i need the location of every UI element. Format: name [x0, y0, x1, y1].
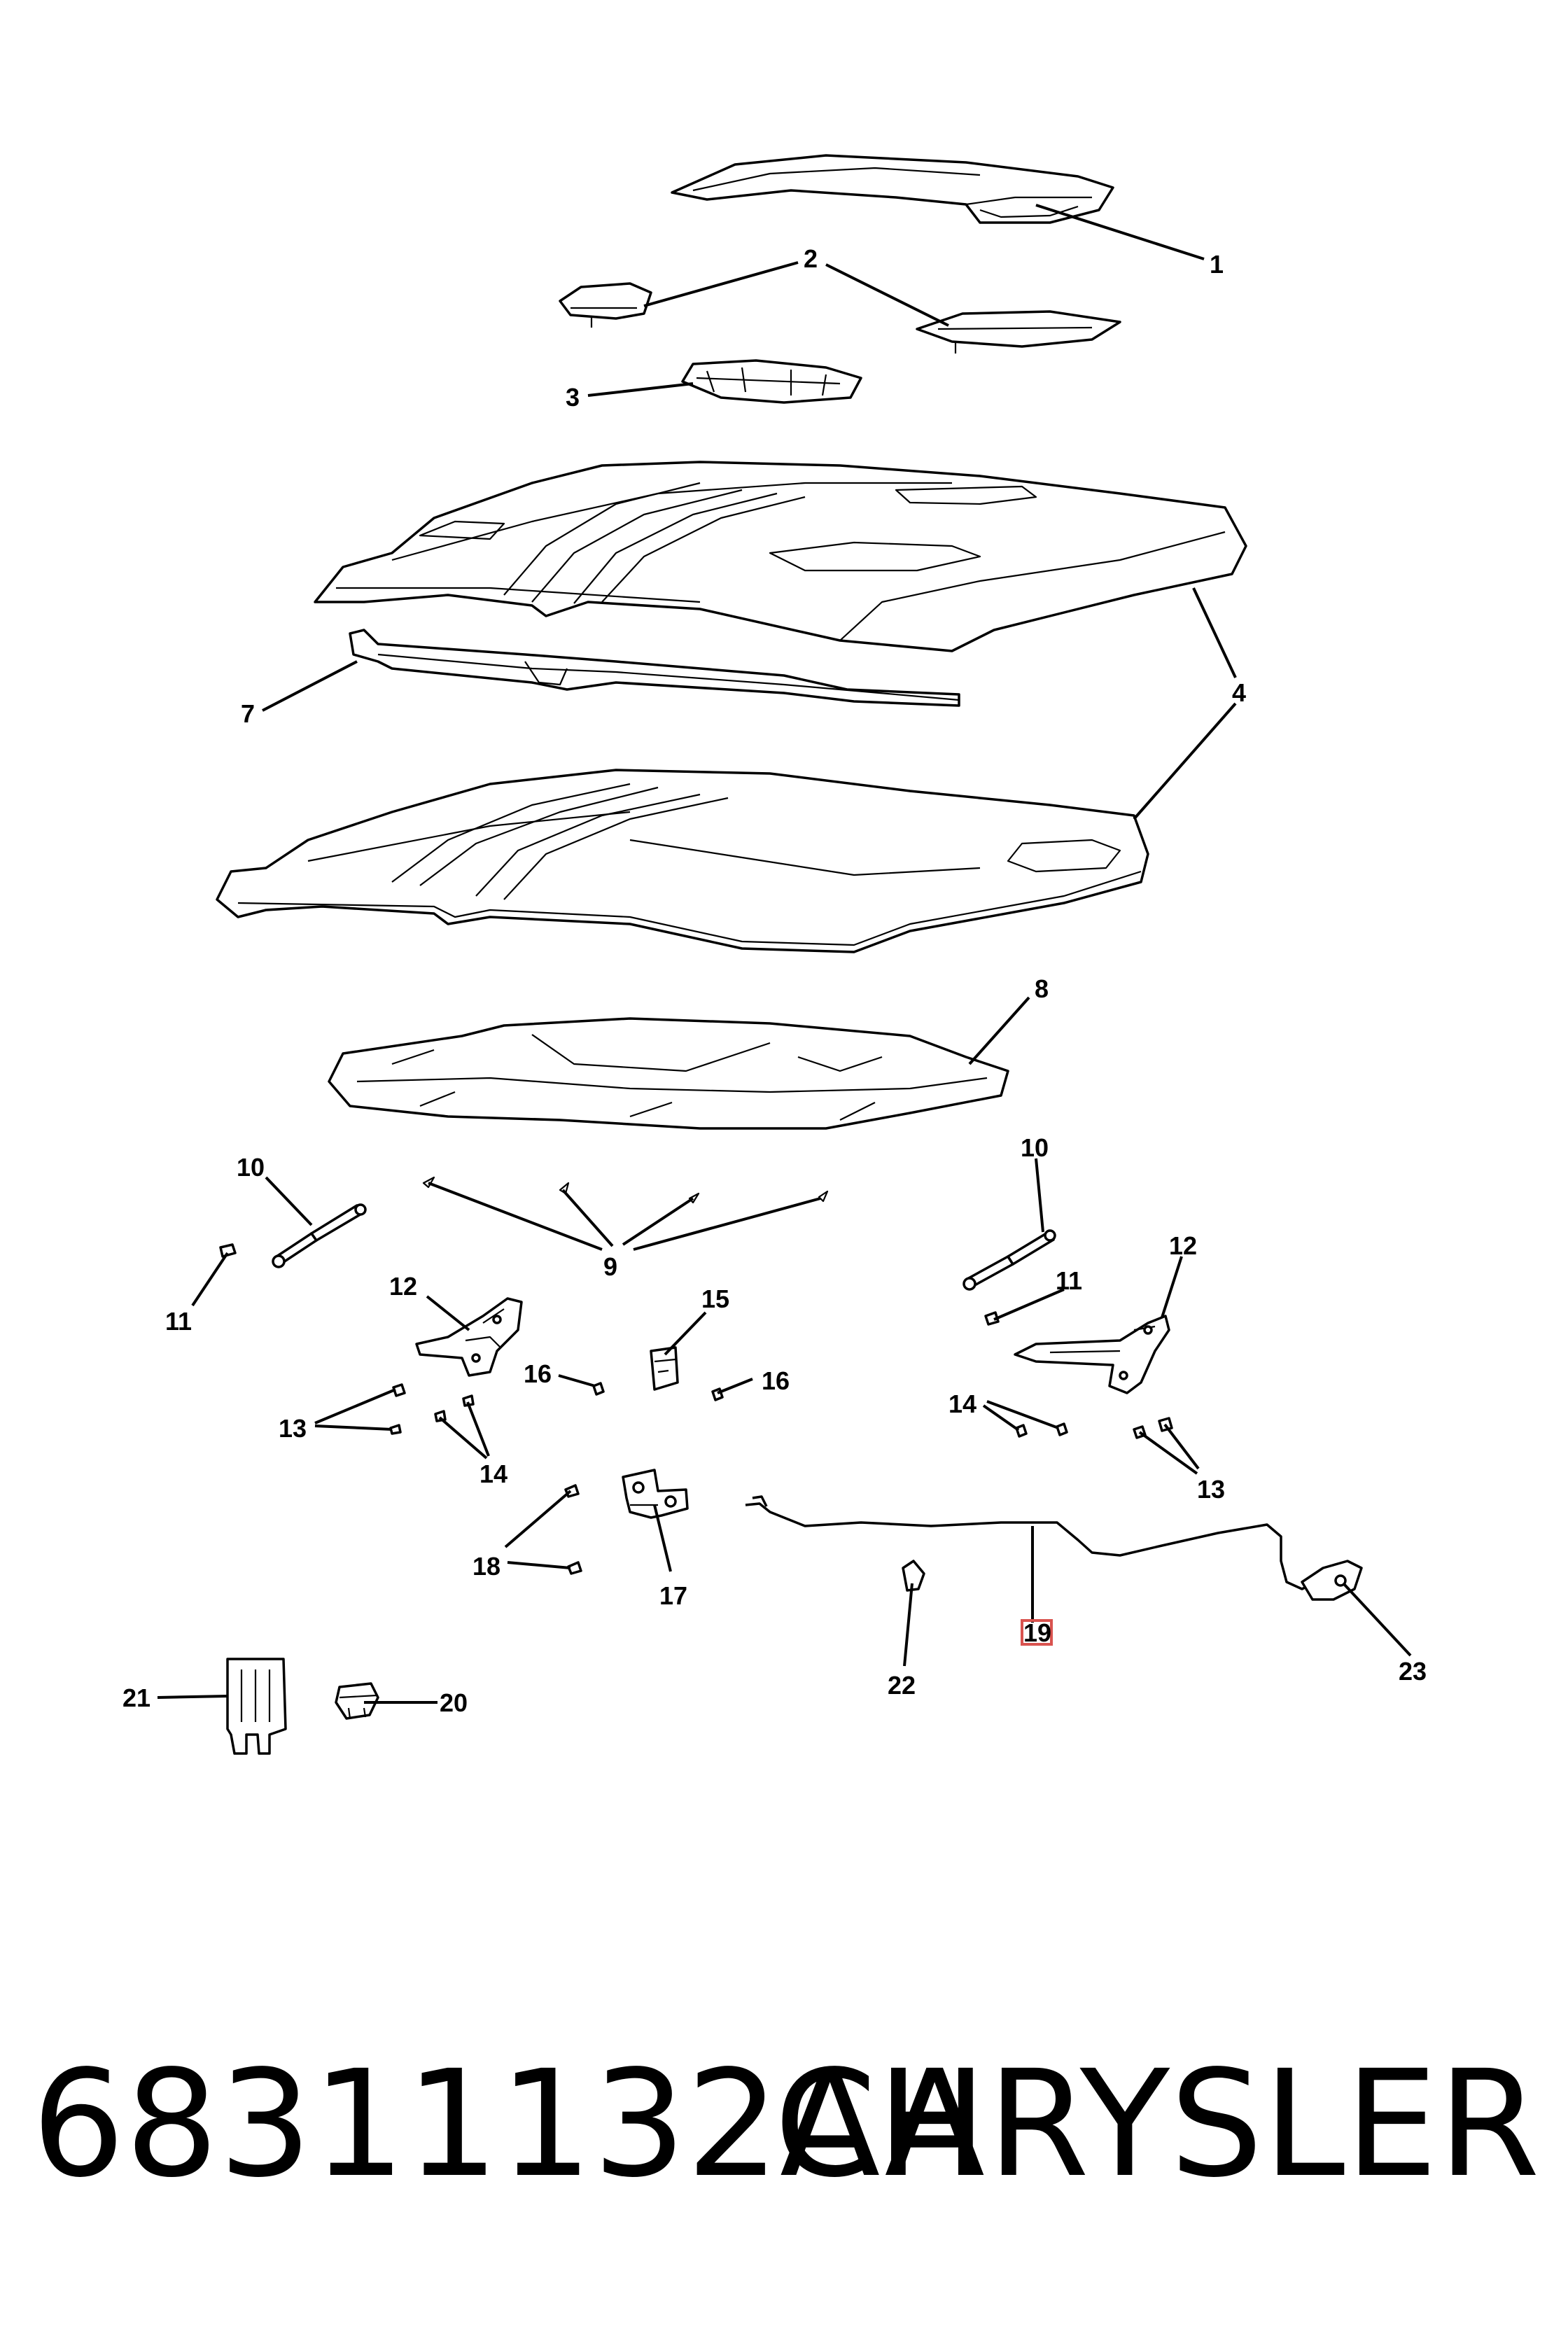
- hood-parts-diagram: 1 2 3 4 7 8 9 10 10 11 11 12 12 13 13 14…: [122, 154, 1427, 1755]
- callout-8: 8: [1035, 974, 1049, 1003]
- callout-7: 7: [241, 699, 255, 728]
- part-3-scoop-bracket: [681, 359, 862, 404]
- part-21-bracket: [226, 1658, 287, 1755]
- callout-10-left: 10: [237, 1153, 265, 1182]
- part-19-release-cable: [745, 1495, 1324, 1590]
- part-1-hood-scoop: [671, 154, 1114, 224]
- part-4-hood-lower: [216, 769, 1149, 953]
- brand-name: CHRYSLER: [774, 2038, 1540, 2210]
- callout-12-right: 12: [1169, 1231, 1197, 1260]
- callout-9: 9: [603, 1252, 617, 1281]
- callout-18: 18: [472, 1552, 500, 1581]
- callout-22: 22: [888, 1671, 916, 1700]
- callout-16-left: 16: [524, 1359, 552, 1388]
- part-4-hood-upper: [314, 461, 1247, 652]
- callout-16-right: 16: [762, 1366, 790, 1395]
- part-17-hood-latch: [622, 1469, 689, 1519]
- callout-17: 17: [659, 1581, 687, 1610]
- leader-lines: [157, 204, 1412, 1704]
- part-7-hood-seal: [349, 629, 960, 707]
- footer: 68311132AA CHRYSLER: [0, 2051, 1568, 2261]
- callout-23: 23: [1399, 1657, 1427, 1686]
- callout-13-left: 13: [279, 1414, 307, 1443]
- callout-20: 20: [440, 1688, 468, 1717]
- part-10-hood-strut-left: [272, 1203, 367, 1268]
- callout-10-right: 10: [1021, 1133, 1049, 1162]
- callout-1: 1: [1210, 250, 1224, 279]
- callout-12-left: 12: [389, 1272, 417, 1301]
- part-15-latch-bracket: [650, 1346, 679, 1391]
- callout-21: 21: [122, 1684, 150, 1712]
- part-2-scoop-inserts: [559, 282, 1121, 354]
- part-23-release-handle: [1301, 1560, 1363, 1601]
- part-18-bolts: [564, 1484, 582, 1575]
- callout-11-right: 11: [1056, 1266, 1082, 1295]
- callout-14-left: 14: [479, 1460, 507, 1488]
- part-number: 68311132AA: [31, 2038, 986, 2210]
- callout-14-right: 14: [948, 1390, 976, 1418]
- part-11-ball-stud-right: [984, 1311, 1000, 1326]
- part-9-clips: [422, 1176, 829, 1204]
- highlight-box-19: [1021, 1619, 1053, 1646]
- part-8-hood-insulator: [328, 1017, 1009, 1130]
- callout-11-left: 11: [165, 1307, 192, 1336]
- part-20-bumper: [335, 1682, 379, 1720]
- callout-19: 19: [1023, 1618, 1051, 1647]
- callout-4: 4: [1232, 678, 1246, 707]
- callout-2: 2: [804, 244, 818, 273]
- callout-13-right: 13: [1197, 1475, 1225, 1504]
- callout-15: 15: [701, 1284, 729, 1313]
- part-22-clip: [902, 1560, 925, 1592]
- part-10-hood-strut-right: [962, 1229, 1056, 1291]
- callout-3: 3: [566, 383, 580, 412]
- part-12-hinge-right: [1014, 1315, 1170, 1394]
- part-12-hinge-left: [415, 1297, 523, 1377]
- part-11-ball-stud-left: [219, 1243, 237, 1258]
